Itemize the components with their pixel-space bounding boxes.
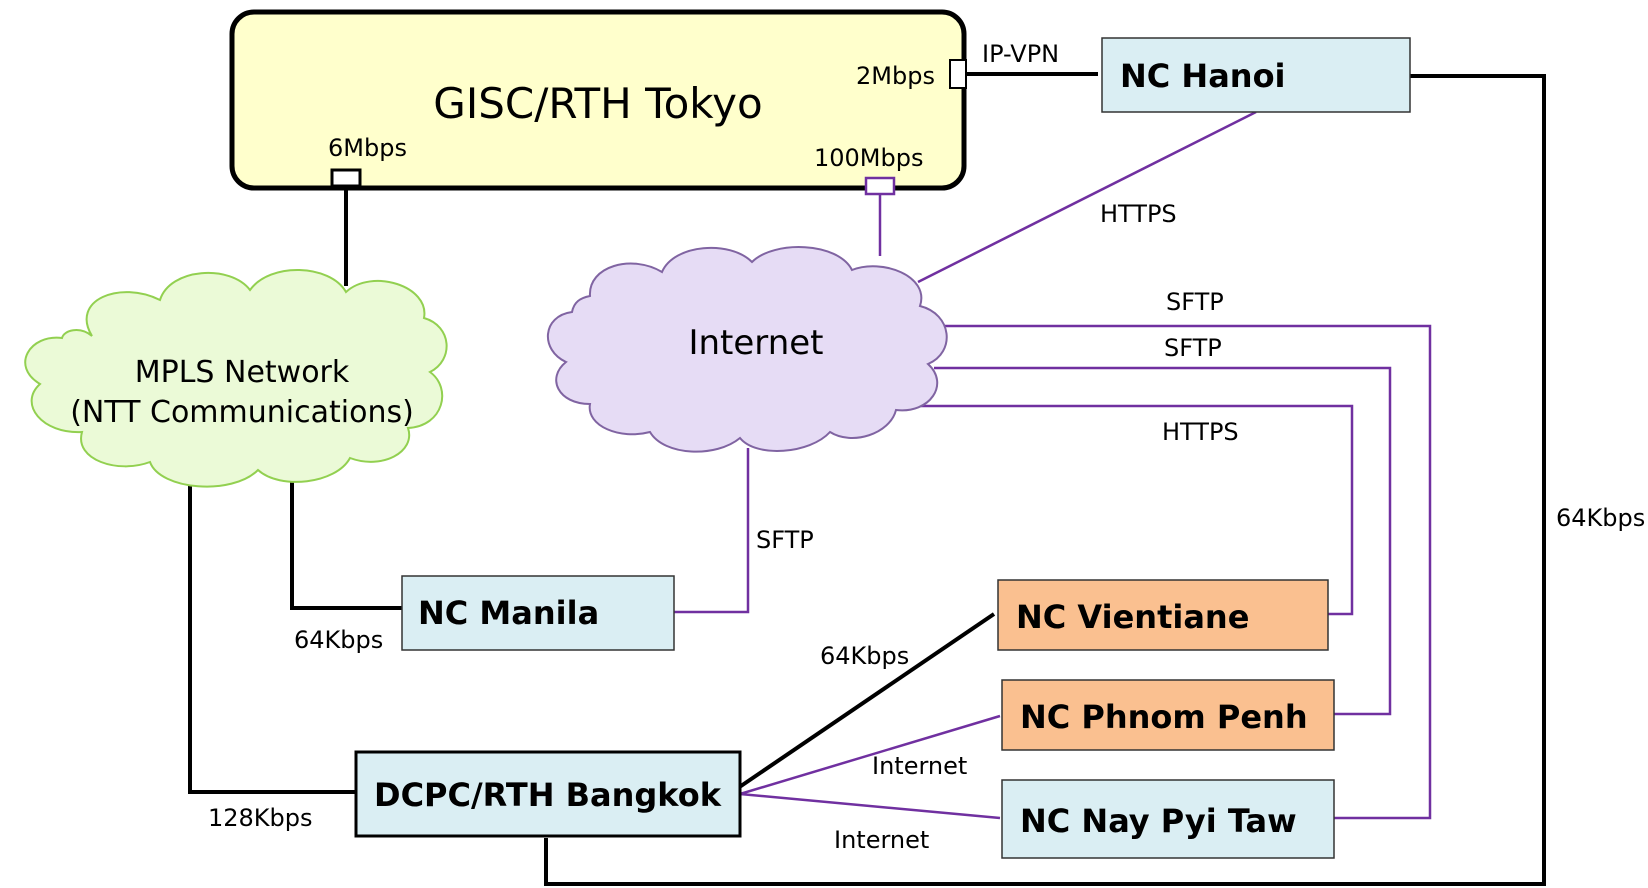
port-6mbps — [330, 168, 362, 188]
mpls-cloud: MPLS Network (NTT Communications) — [24, 269, 448, 488]
label-ipvpn: IP-VPN — [982, 40, 1059, 68]
node-nay-pyi-taw: NC Nay Pyi Taw — [1001, 779, 1335, 859]
bangkok-label: DCPC/RTH Bangkok — [374, 776, 722, 814]
label-64kbps-manila: 64Kbps — [294, 626, 383, 654]
node-hanoi: NC Hanoi — [1101, 37, 1411, 113]
internet-cloud-shape — [547, 246, 948, 453]
links — [188, 72, 1546, 886]
link-internet-vientiane — [878, 404, 1354, 616]
bangkok-box — [354, 750, 742, 838]
mpls-cloud-shape — [24, 269, 448, 488]
port-100mbps — [864, 176, 896, 196]
label-sftp-1: SFTP — [1166, 288, 1224, 316]
phnom-penh-box — [1001, 679, 1335, 751]
port-2mbps — [949, 59, 967, 89]
hanoi-label: NC Hanoi — [1120, 57, 1286, 95]
tokyo-title: GISC/RTH Tokyo — [433, 79, 762, 128]
link-internet-naypyitaw — [940, 324, 1432, 820]
label-https-hanoi: HTTPS — [1100, 200, 1177, 228]
link-internet-manila — [672, 448, 750, 614]
manila-box — [401, 575, 675, 651]
vientiane-label: NC Vientiane — [1016, 598, 1249, 636]
manila-label: NC Manila — [418, 594, 599, 632]
label-internet-npt: Internet — [834, 826, 929, 854]
nay-pyi-taw-box — [1001, 779, 1335, 859]
phnom-penh-label: NC Phnom Penh — [1020, 698, 1308, 736]
link-labels: IP-VPN HTTPS SFTP SFTP HTTPS SFTP 64Kbps… — [208, 40, 1645, 854]
internet-label: Internet — [688, 323, 823, 363]
label-internet-pp: Internet — [872, 752, 967, 780]
label-https-vientiane: HTTPS — [1162, 418, 1239, 446]
mpls-label-line2: (NTT Communications) — [70, 395, 414, 430]
tokyo-box — [229, 9, 967, 191]
link-mpls-bangkok — [188, 482, 355, 794]
link-internet-phnompenh — [934, 366, 1392, 716]
node-bangkok: DCPC/RTH Bangkok — [354, 750, 742, 838]
link-hanoi-bangkok — [544, 74, 1546, 886]
label-64kbps-vientiane: 64Kbps — [820, 642, 909, 670]
label-sftp-2: SFTP — [1164, 334, 1222, 362]
mpls-label-line1: MPLS Network — [135, 355, 350, 390]
node-phnom-penh: NC Phnom Penh — [1001, 679, 1335, 751]
link-bangkok-phnompenh — [739, 714, 1001, 796]
node-vientiane: NC Vientiane — [997, 579, 1329, 651]
link-mpls-manila — [290, 472, 402, 610]
hanoi-box — [1101, 37, 1411, 113]
label-sftp-manila: SFTP — [756, 526, 814, 554]
link-bangkok-naypyitaw — [739, 792, 1001, 820]
port-2mbps-label: 2Mbps — [856, 62, 935, 90]
nay-pyi-taw-label: NC Nay Pyi Taw — [1020, 802, 1297, 840]
port-100mbps-label: 100Mbps — [814, 144, 924, 172]
vientiane-box — [997, 579, 1329, 651]
label-128kbps-bangkok: 128Kbps — [208, 804, 313, 832]
internet-cloud: Internet — [547, 246, 948, 453]
port-6mbps-label: 6Mbps — [328, 134, 407, 162]
label-64kbps-hanoi: 64Kbps — [1556, 504, 1645, 532]
link-internet-hanoi — [917, 110, 1257, 284]
node-tokyo: GISC/RTH Tokyo 6Mbps 100Mbps 2Mbps — [229, 9, 967, 196]
node-manila: NC Manila — [401, 575, 675, 651]
link-bangkok-vientiane — [736, 612, 996, 790]
